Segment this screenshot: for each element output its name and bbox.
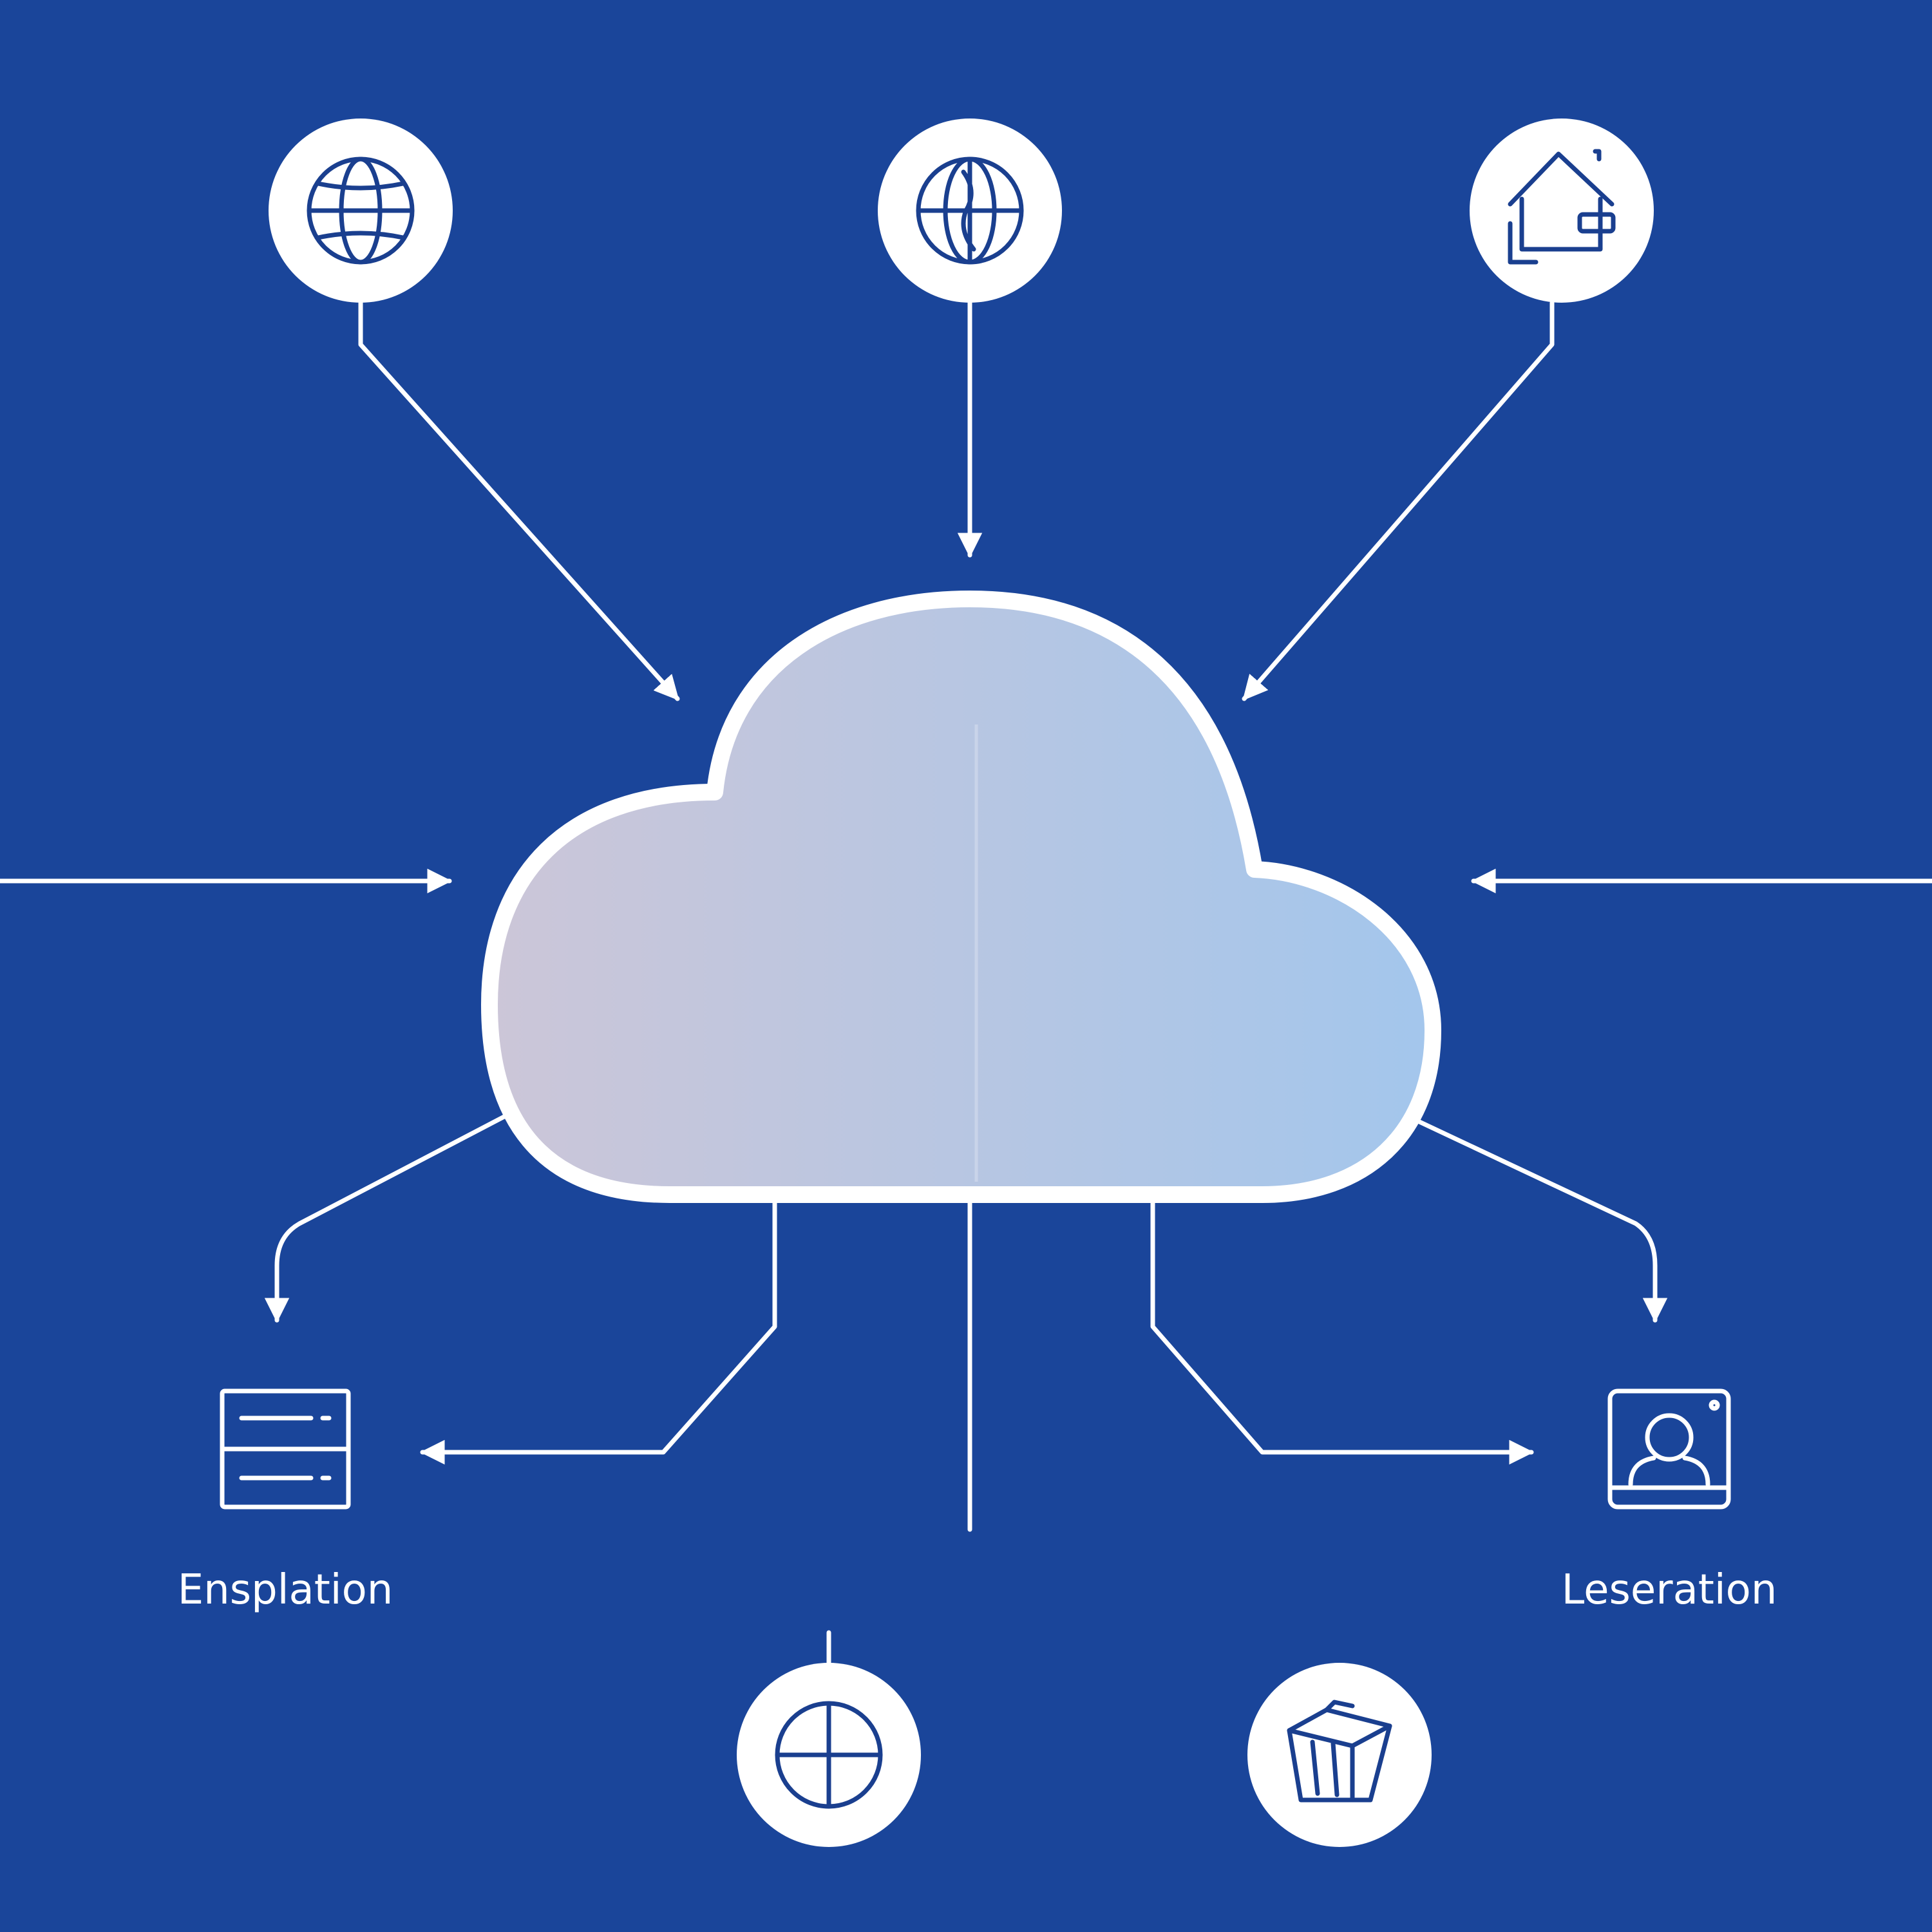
connector-to-profile [1150,1198,1534,1465]
user-profile-icon [1607,1388,1731,1510]
crosshair-icon [775,1701,883,1809]
connector-top-left [358,300,680,701]
connector-top-right [1242,300,1555,701]
globe-icon [916,156,1024,265]
connector-to-server [420,1198,777,1465]
connector-lower-left [264,1108,518,1323]
node-profile: Leseration [1562,1388,1777,1614]
server-icon [220,1388,351,1510]
box-icon [1287,1700,1392,1803]
node-top-center [878,118,1062,303]
node-bottom-center-left [737,1663,921,1847]
node-top-right [1470,118,1654,303]
connector-lower-right [1414,1118,1668,1323]
node-label-server: Ensplation [178,1566,393,1614]
node-top-left [269,118,453,303]
globe-icon [307,156,415,265]
cloud-icon [481,591,1441,1203]
house-icon [1508,149,1616,265]
node-bottom-center-right [1247,1663,1432,1847]
node-label-profile: Leseration [1562,1566,1777,1614]
node-server: Ensplation [178,1388,393,1614]
